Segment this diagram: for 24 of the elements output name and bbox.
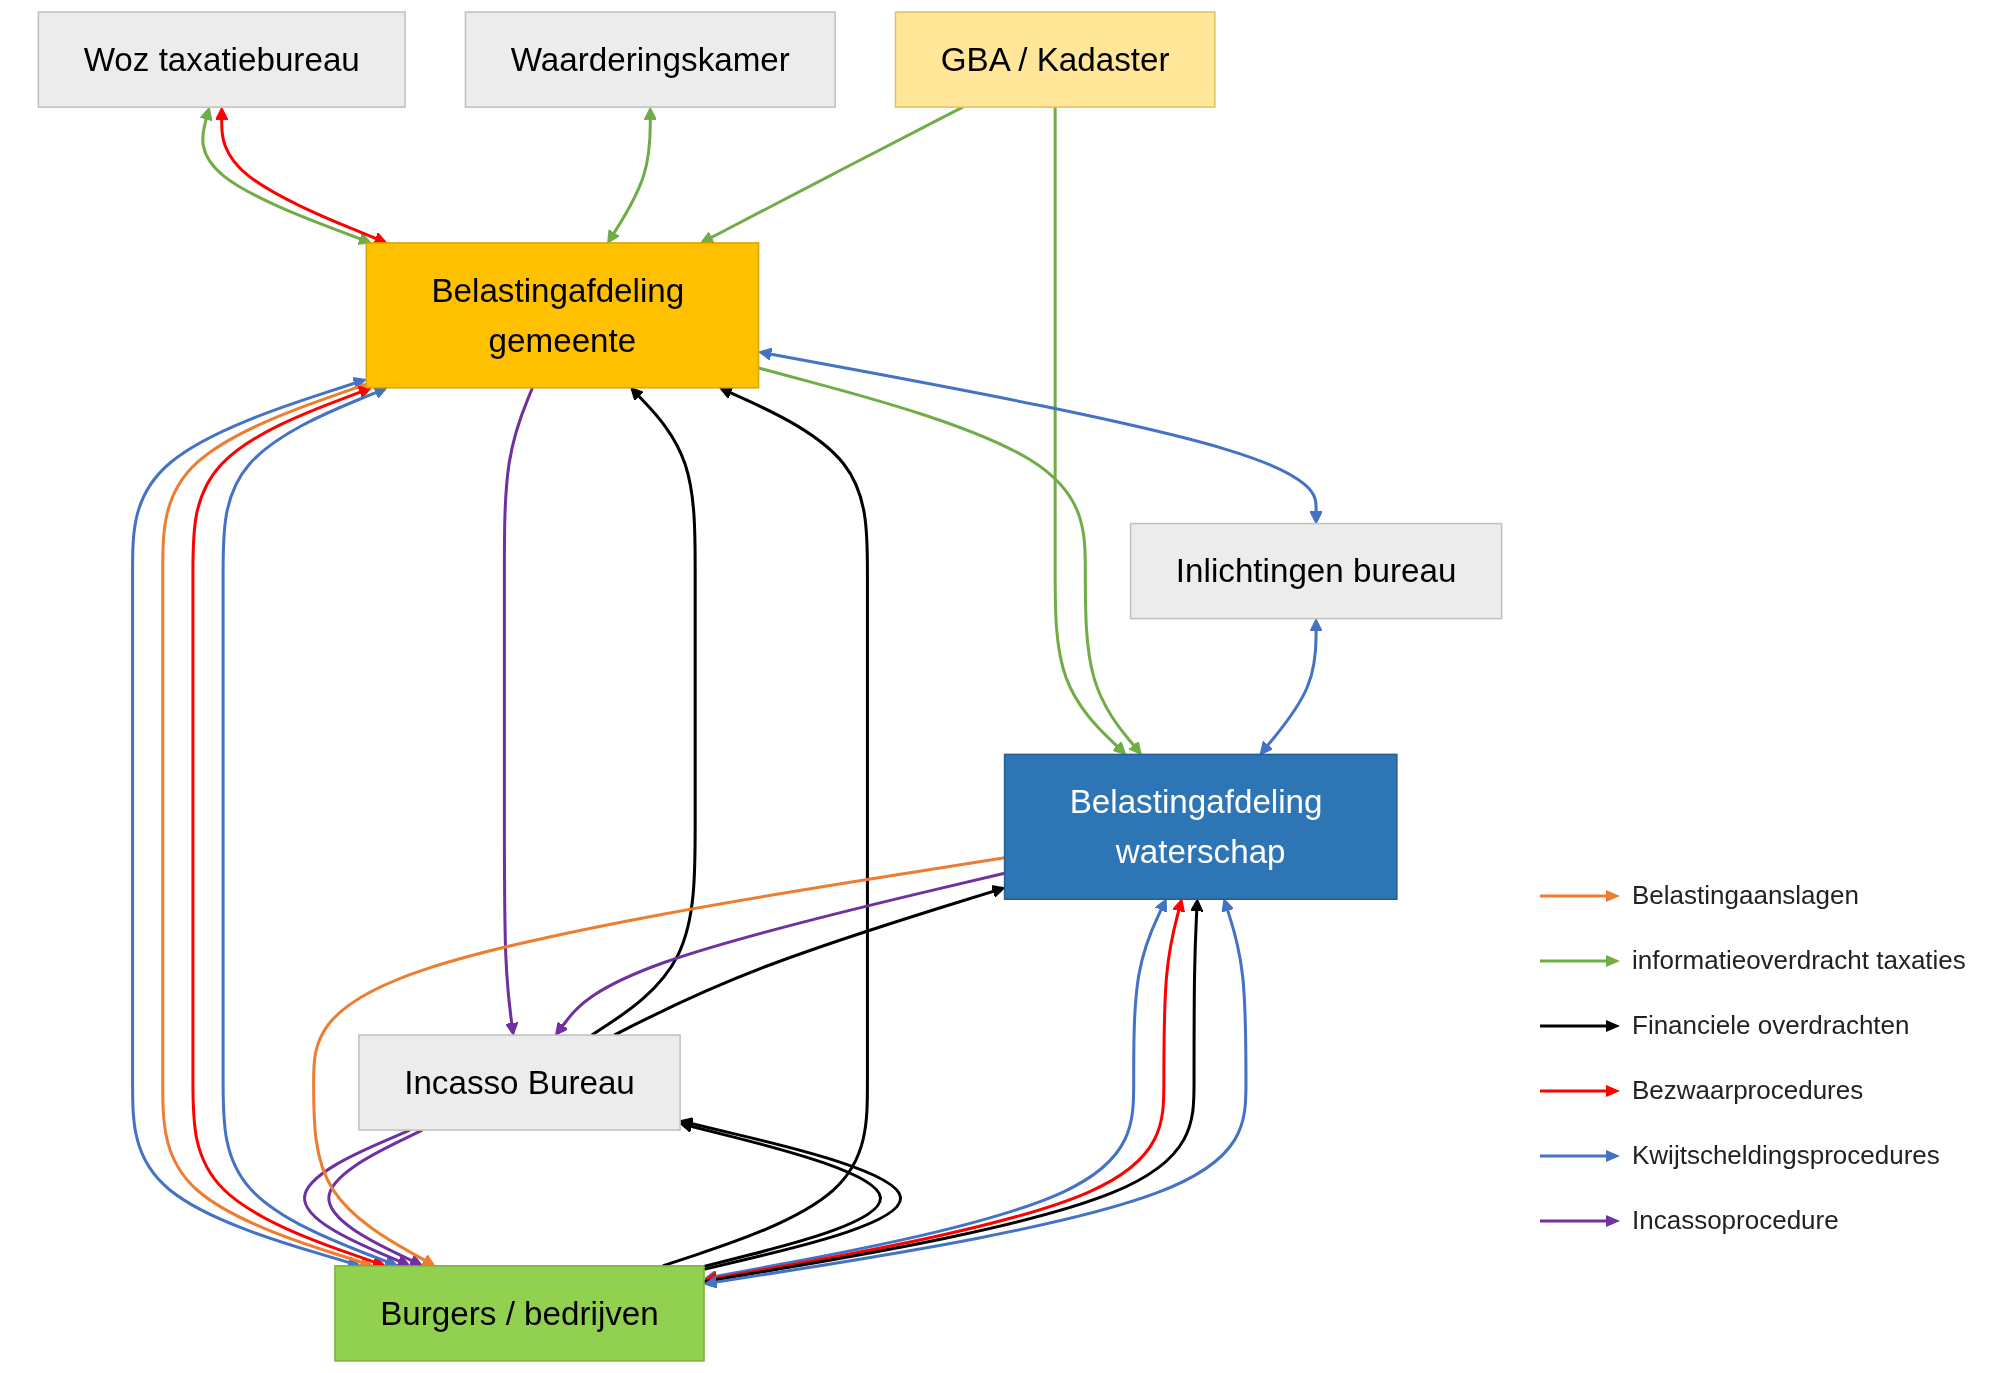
- legend-label: Bezwaarprocedures: [1632, 1075, 1864, 1106]
- legend-label: Kwijtscheldingsprocedures: [1632, 1140, 1940, 1171]
- node-box: Burgers / bedrijven: [334, 1265, 705, 1362]
- arrow: [199, 107, 372, 245]
- node-box: Incasso Bureau: [358, 1034, 681, 1131]
- arrow: [591, 387, 697, 1037]
- arrow: [1053, 107, 1127, 755]
- node-box: Woz taxatiebureau: [37, 11, 406, 108]
- arrow: [758, 366, 1142, 755]
- node-box: Belastingafdeling waterschap: [1003, 753, 1398, 900]
- arrow: [758, 347, 1323, 525]
- legend-label: Belastingaanslagen: [1632, 880, 1859, 911]
- node-box: GBA / Kadaster: [894, 11, 1216, 108]
- arrow: [607, 107, 657, 244]
- legend-label: Financiele overdrachten: [1632, 1010, 1910, 1041]
- node-box: Inlichtingen bureau: [1129, 522, 1503, 620]
- arrow: [555, 871, 1005, 1036]
- arrow: [312, 856, 1005, 1267]
- arrow: [502, 387, 534, 1036]
- legend-label: informatieoverdracht taxaties: [1632, 945, 1966, 976]
- legend-label: Incassoprocedure: [1632, 1205, 1839, 1236]
- node-box: Waarderingskamer: [464, 11, 836, 108]
- arrow: [1259, 618, 1323, 755]
- node-box: Belastingafdeling gemeente: [365, 242, 760, 389]
